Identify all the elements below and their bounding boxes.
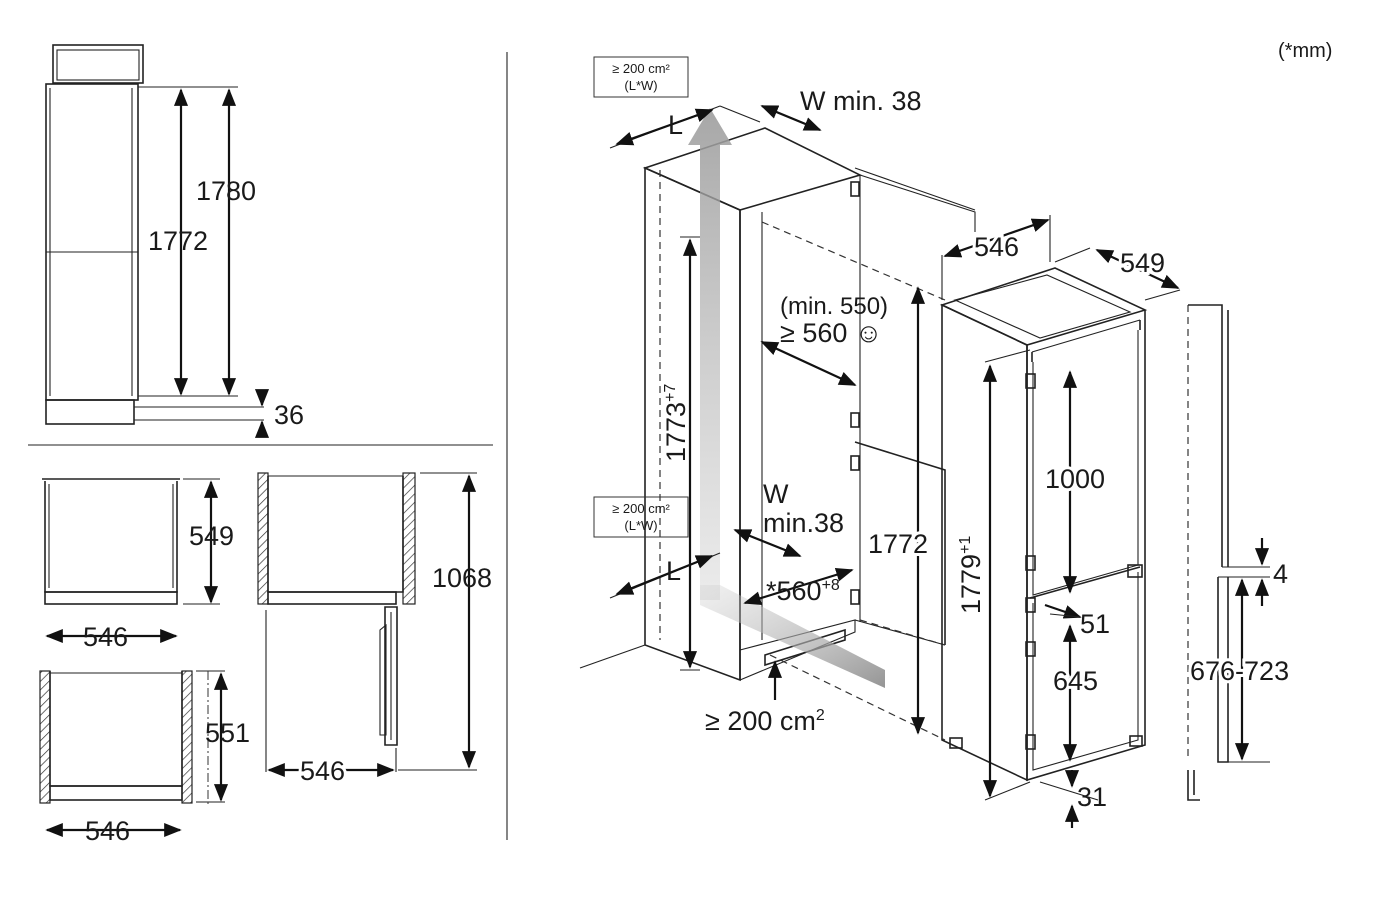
vent-top-box bbox=[593, 56, 689, 98]
plinth-vent: ≥ 200 cm2 bbox=[705, 706, 825, 736]
top2-depth: 551 bbox=[205, 718, 250, 748]
niche-height: 1773+7 bbox=[661, 384, 691, 462]
top2-width: 546 bbox=[85, 816, 130, 846]
airflow-up-arrow bbox=[688, 108, 732, 600]
door-open-view bbox=[257, 472, 477, 778]
niche-w-top: W min. 38 bbox=[800, 86, 922, 116]
strip-gap: 4 bbox=[1273, 559, 1288, 589]
niche-width: *560+8 bbox=[766, 576, 840, 606]
top1-depth: 549 bbox=[189, 521, 234, 551]
door-height: 1068 bbox=[432, 563, 492, 593]
upper-door: 1000 bbox=[1045, 464, 1105, 494]
side-height-outer: 1780 bbox=[196, 176, 256, 206]
niche-w-bottom-1: W bbox=[763, 479, 789, 509]
top-view-2 bbox=[39, 670, 229, 838]
side-view bbox=[45, 44, 270, 438]
niche-height-1772: 1772 bbox=[868, 529, 928, 559]
niche-l-bottom: L bbox=[666, 556, 681, 586]
appliance-height: 1779+1 bbox=[956, 536, 986, 614]
vent-top-line2: (L*W) bbox=[624, 78, 657, 93]
strip-range: 676-723 bbox=[1190, 656, 1289, 686]
side-plinth: 36 bbox=[274, 400, 304, 430]
niche-depth-min-2: ≥ 560 ☺ bbox=[780, 318, 882, 348]
niche-perspective bbox=[579, 127, 976, 741]
appliance bbox=[939, 267, 1148, 782]
lower-door: 645 bbox=[1053, 666, 1098, 696]
unit-note: (*mm) bbox=[1278, 40, 1332, 62]
airflow-in-arrow bbox=[700, 585, 885, 688]
door-width: 546 bbox=[300, 756, 345, 786]
appliance-depth: 549 bbox=[1120, 248, 1165, 278]
vent-bottom-line2: (L*W) bbox=[624, 518, 657, 533]
side-height-inner: 1772 bbox=[148, 226, 208, 256]
niche-depth-min-1: (min. 550) bbox=[780, 293, 888, 320]
gap-51: 51 bbox=[1080, 609, 1110, 639]
top-view-1 bbox=[42, 478, 220, 644]
top1-width: 546 bbox=[83, 622, 128, 652]
decor-strip bbox=[1187, 304, 1270, 801]
bottom-31: 31 bbox=[1077, 782, 1107, 812]
vent-top-line1: ≥ 200 cm² bbox=[612, 61, 670, 76]
niche-w-bottom-2: min.38 bbox=[763, 508, 844, 538]
vent-bottom-line1: ≥ 200 cm² bbox=[612, 501, 670, 516]
niche-l-top: L bbox=[668, 110, 683, 140]
appliance-width: 546 bbox=[974, 232, 1019, 262]
